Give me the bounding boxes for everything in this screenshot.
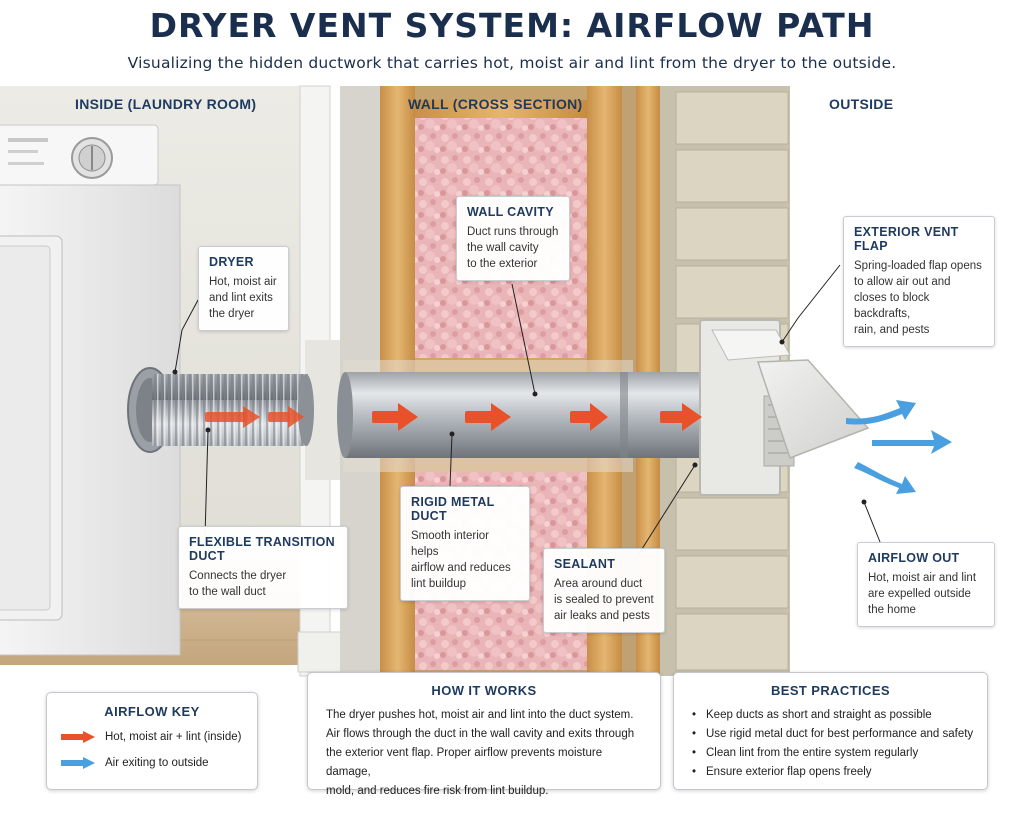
airflow-key-panel: AIRFLOW KEY Hot, moist air + lint (insid…	[46, 692, 258, 790]
outside-air-arrows	[846, 400, 952, 494]
callout-heading: FLEXIBLE TRANSITION DUCT	[189, 535, 335, 563]
callout-heading: SEALANT	[554, 557, 616, 571]
callout-sealant: SEALANT Area around duct is sealed to pr…	[543, 548, 665, 633]
callout-line: the wall cavity	[467, 242, 539, 254]
callout-line: Connects the dryer	[189, 570, 287, 582]
callout-line: airflow and reduces	[411, 562, 511, 574]
callout-rigid-duct: RIGID METAL DUCT Smooth interior helps a…	[400, 486, 530, 601]
callout-line: to the exterior	[467, 258, 538, 270]
outside-air-arrow	[846, 400, 916, 425]
flexible-duct	[127, 367, 314, 453]
hot-air-arrow	[205, 406, 260, 428]
hot-air-arrow	[268, 406, 304, 428]
airflow-key-heading: AIRFLOW KEY	[104, 704, 200, 719]
callout-line: Smooth interior helps	[411, 530, 489, 558]
callout-line: Area around duct	[554, 578, 643, 590]
callout-line: lint buildup	[411, 578, 466, 590]
outside-air-arrow	[854, 462, 916, 494]
how-it-works-heading: HOW IT WORKS	[431, 683, 537, 698]
hot-air-arrow-icon	[61, 731, 95, 743]
callout-line: Duct runs through	[467, 226, 559, 238]
callout-exterior-vent-flap: EXTERIOR VENT FLAP Spring-loaded flap op…	[843, 216, 995, 347]
callout-line: air leaks and pests	[554, 610, 650, 622]
how-it-works-line: mold, and reduces fire risk from lint bu…	[326, 785, 549, 797]
callout-flexible-duct: FLEXIBLE TRANSITION DUCT Connects the dr…	[178, 526, 348, 609]
best-practices-heading: BEST PRACTICES	[770, 683, 890, 698]
callout-heading: EXTERIOR VENT FLAP	[854, 225, 959, 253]
callout-airflow-out: AIRFLOW OUT Hot, moist air and lint are …	[857, 542, 995, 627]
leader-line-sealant	[634, 464, 696, 561]
region-label-wall: WALL (CROSS SECTION)	[408, 96, 583, 112]
best-practice-item: Clean lint from the entire system regula…	[692, 744, 987, 763]
hot-air-arrow	[372, 403, 418, 431]
callout-line: Hot, moist air and lint	[868, 572, 977, 584]
airflow-key-item-hot: Hot, moist air + lint (inside)	[61, 731, 241, 743]
callout-wall-cavity: WALL CAVITY Duct runs through the wall c…	[456, 196, 570, 281]
airflow-key-label: Air exiting to outside	[105, 757, 209, 769]
leader-lines	[172, 264, 881, 561]
page-subtitle: Visualizing the hidden ductwork that car…	[127, 54, 897, 72]
callout-line: closes to block backdrafts,	[854, 292, 930, 320]
region-label-outside: OUTSIDE	[829, 96, 894, 112]
leader-line-dryer	[174, 299, 199, 373]
callout-line: and lint exits	[209, 292, 273, 304]
hot-air-arrow	[465, 403, 511, 431]
how-it-works-line: the exterior vent flap. Proper airflow p…	[326, 747, 603, 778]
airflow-key-label: Hot, moist air + lint (inside)	[105, 731, 242, 743]
best-practice-item: Use rigid metal duct for best performanc…	[692, 725, 987, 744]
leader-line-wall-cavity	[511, 283, 536, 395]
hot-air-arrow	[660, 403, 702, 431]
leader-line-rigid-duct	[449, 433, 453, 487]
leader-line-flexible-duct	[204, 429, 209, 538]
best-practice-item: Ensure exterior flap opens freely	[692, 763, 987, 782]
leader-line-airflow-out	[863, 501, 881, 543]
callout-heading: RIGID METAL DUCT	[411, 495, 495, 523]
outside-air-arrow-icon	[61, 757, 95, 769]
callout-heading: DRYER	[209, 255, 254, 269]
how-it-works-line: Air flows through the duct in the wall c…	[326, 728, 635, 740]
callout-line: to allow air out and	[854, 276, 951, 288]
best-practice-item: Keep ducts as short and straight as poss…	[692, 706, 987, 725]
best-practices-panel: BEST PRACTICES Keep ducts as short and s…	[673, 672, 988, 790]
callout-line: is sealed to prevent	[554, 594, 654, 606]
region-label-inside: INSIDE (LAUNDRY ROOM)	[75, 96, 257, 112]
callout-dryer: DRYER Hot, moist air and lint exits the …	[198, 246, 289, 331]
callout-line: Hot, moist air	[209, 276, 277, 288]
page-title: DRYER VENT SYSTEM: AIRFLOW PATH	[149, 6, 875, 45]
callout-line: Spring-loaded flap opens	[854, 260, 982, 272]
callout-heading: WALL CAVITY	[467, 205, 554, 219]
callout-line: the dryer	[209, 308, 255, 320]
exterior-vent-hood	[699, 319, 870, 496]
hot-air-arrow	[570, 403, 608, 431]
how-it-works-panel: HOW IT WORKS The dryer pushes hot, moist…	[307, 672, 661, 797]
callout-line: the home	[868, 604, 916, 616]
callout-line: to the wall duct	[189, 586, 266, 598]
callout-line: rain, and pests	[854, 324, 930, 336]
outside-air-arrow	[872, 430, 952, 454]
leader-line-exterior-flap	[781, 264, 841, 343]
callout-heading: AIRFLOW OUT	[868, 551, 960, 565]
callout-line: are expelled outside	[868, 588, 971, 600]
how-it-works-line: The dryer pushes hot, moist air and lint…	[326, 709, 634, 721]
hot-air-arrows	[205, 403, 702, 431]
airflow-key-item-outside: Air exiting to outside	[61, 757, 209, 769]
